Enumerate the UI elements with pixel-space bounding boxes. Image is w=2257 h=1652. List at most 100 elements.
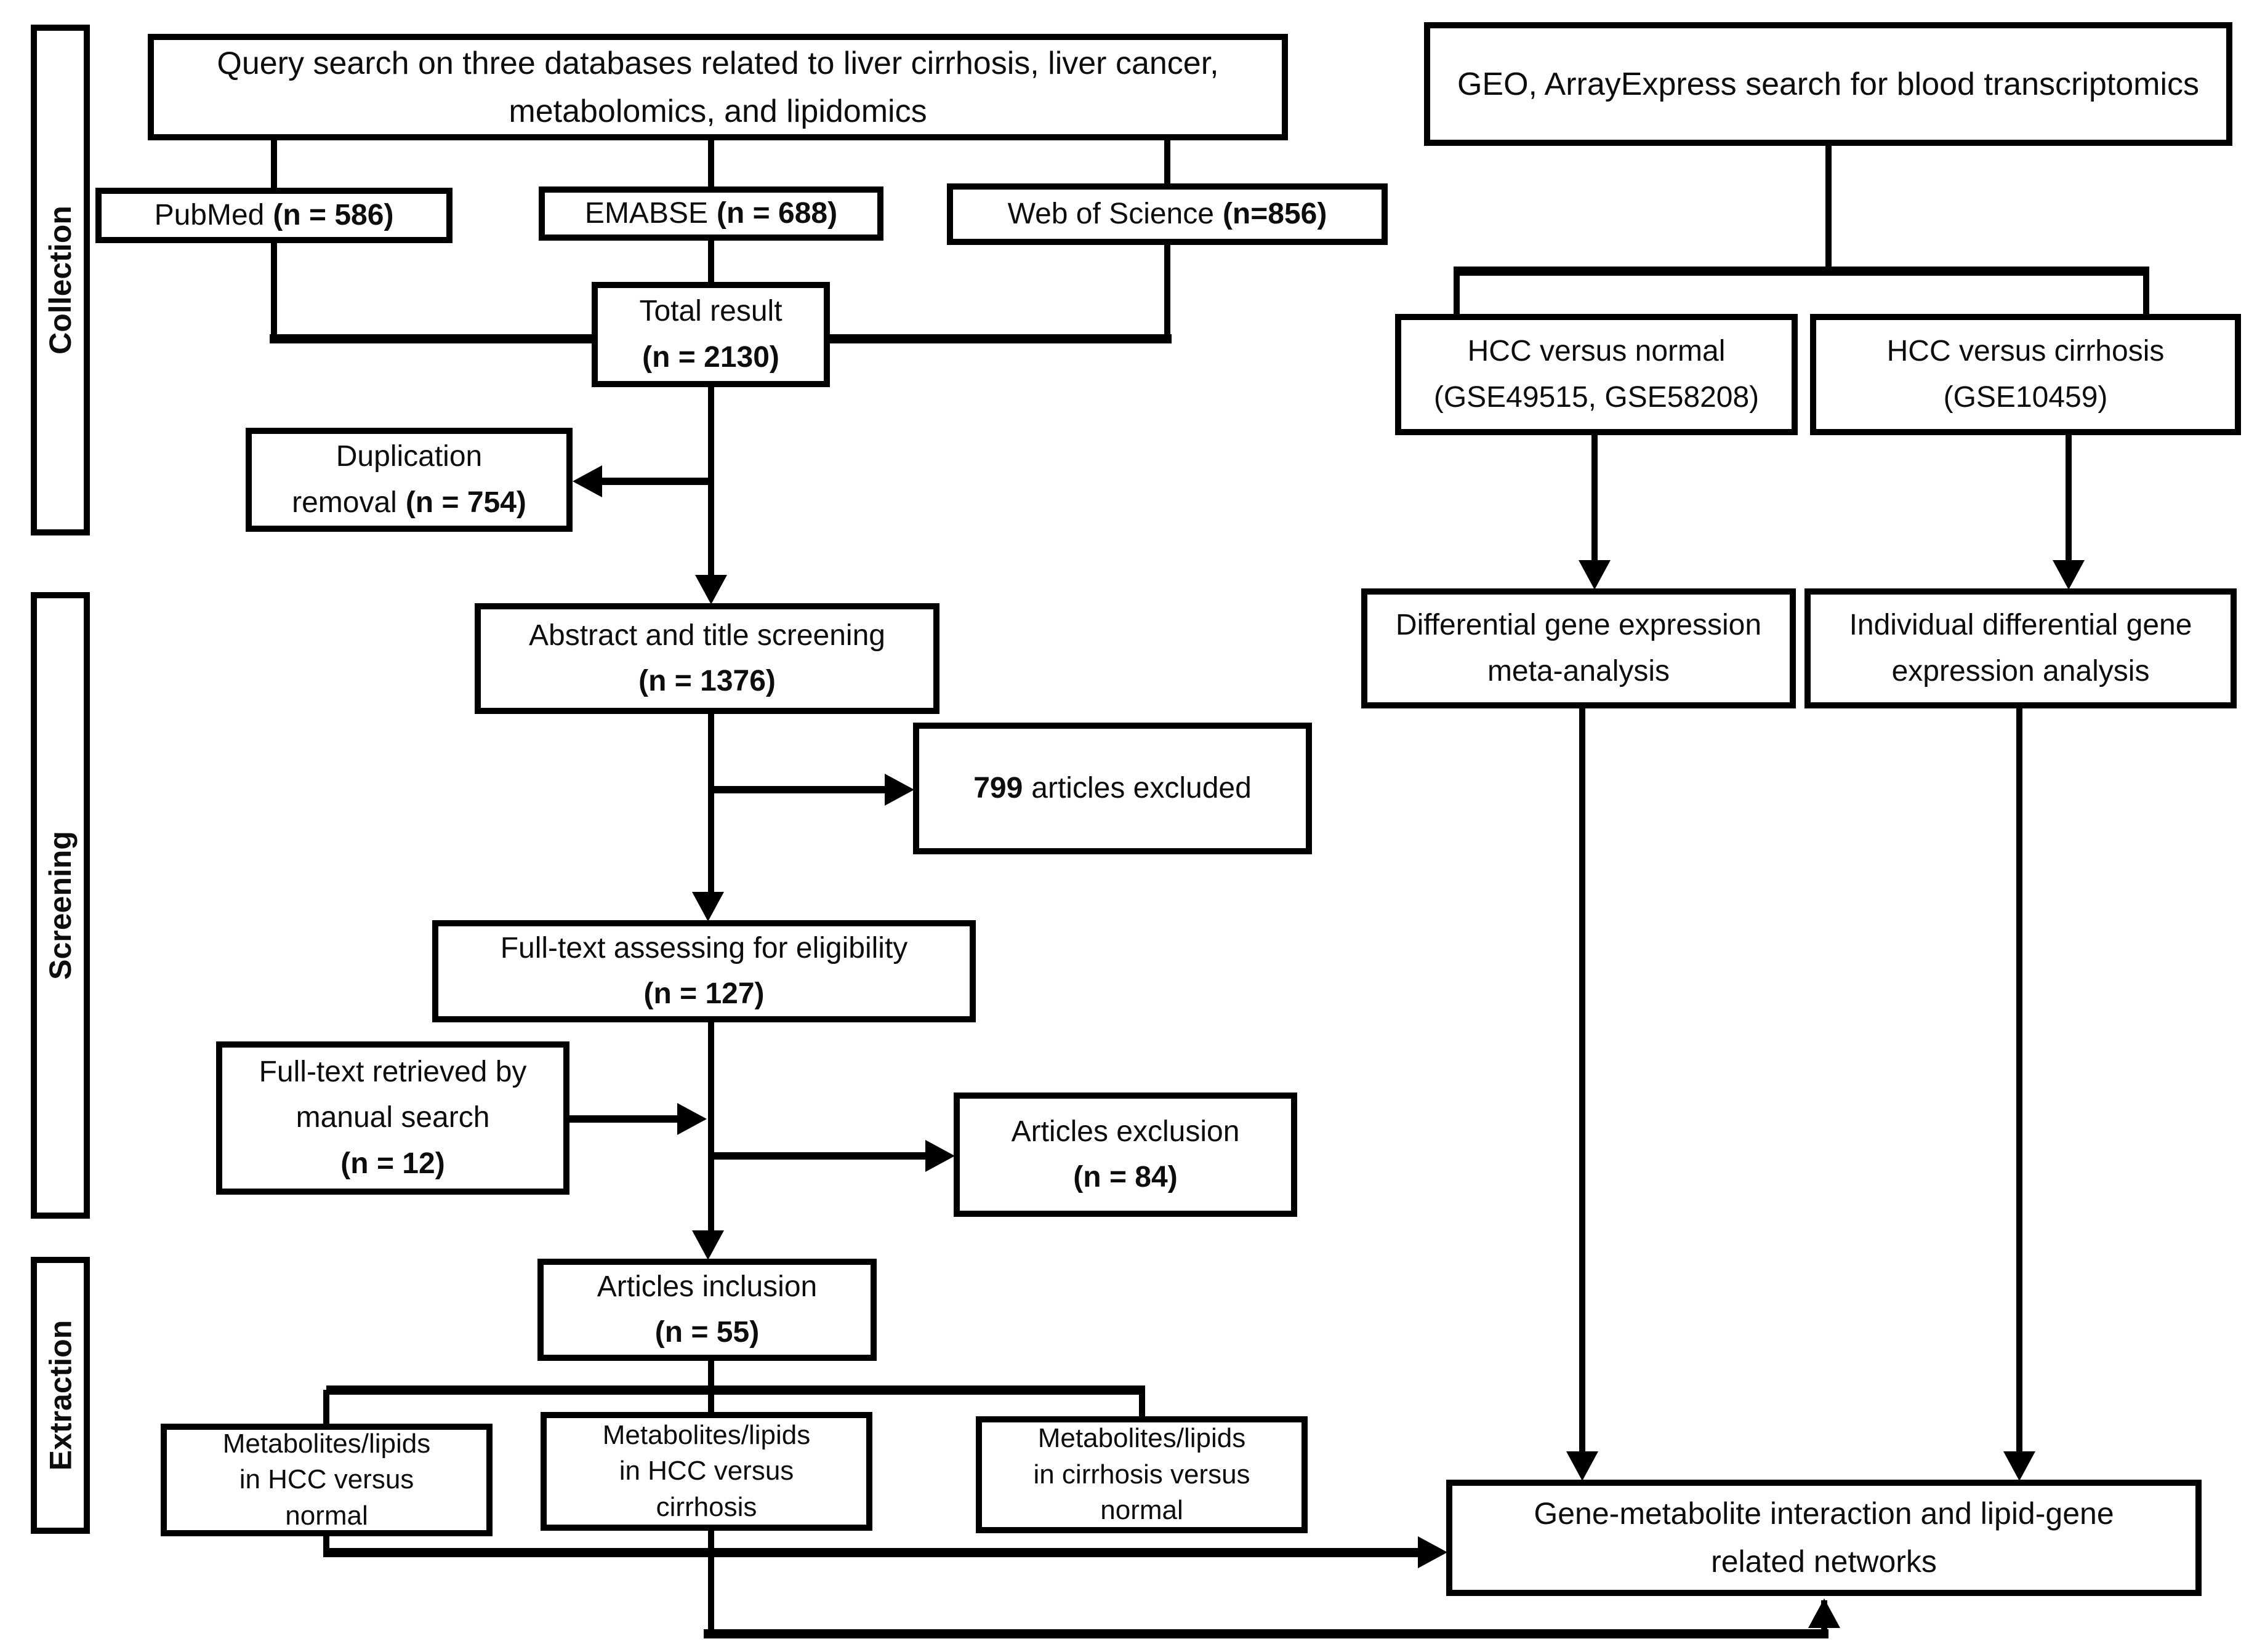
pubmed-row: PubMed(n = 586) bbox=[155, 193, 394, 238]
connector-splitbar-to-metab3 bbox=[1139, 1390, 1145, 1417]
section-label-extraction-text: Extraction bbox=[43, 1320, 78, 1471]
meta-analysis-line1: Differential gene expression bbox=[1395, 609, 1762, 642]
arrowhead-meta-into-network bbox=[1566, 1451, 1598, 1481]
connector-to-excluded bbox=[708, 786, 887, 793]
section-label-screening: Screening bbox=[31, 592, 90, 1219]
connector-splitbar bbox=[326, 1385, 1145, 1395]
connector-metab2-down bbox=[708, 1531, 714, 1638]
arrowhead-into-inclusion bbox=[692, 1230, 724, 1260]
section-label-collection: Collection bbox=[31, 25, 90, 535]
total-result-label: Total result bbox=[639, 295, 783, 328]
arrowhead-individual-into-network bbox=[2003, 1451, 2035, 1481]
box-hcc-vs-cirrhosis: HCC versus cirrhosis (GSE10459) bbox=[1810, 314, 2241, 435]
connector-tbar-to-hcc-normal bbox=[1454, 271, 1460, 315]
articles-exclusion-count: (n = 84) bbox=[1073, 1161, 1178, 1193]
connector-meta-to-network bbox=[1579, 708, 1585, 1451]
connector-assessing-to-inclusion bbox=[708, 1022, 714, 1232]
embase-count: (n = 688) bbox=[716, 196, 838, 230]
duplication-removal-label: removal bbox=[292, 486, 397, 519]
connector-bottom-run bbox=[704, 1629, 1829, 1638]
box-metabolites-hcc-vs-cirrhosis: Metabolites/lipids in HCC versus cirrhos… bbox=[541, 1412, 872, 1531]
box-query-search: Query search on three databases related … bbox=[148, 34, 1288, 140]
abstract-screening-count: (n = 1376) bbox=[638, 665, 776, 697]
connector-hcc-normal-to-meta bbox=[1591, 435, 1598, 560]
duplication-removal-count: (n = 754) bbox=[405, 486, 526, 519]
box-abstract-title-screening: Abstract and title screening (n = 1376) bbox=[475, 603, 939, 714]
box-geo-search: GEO, ArrayExpress search for blood trans… bbox=[1424, 22, 2232, 146]
articles-excluded-label: articles excluded bbox=[1031, 771, 1252, 804]
duplication-removal-line1: Duplication bbox=[336, 440, 483, 473]
duplication-removal-line2: removal(n = 754) bbox=[292, 480, 526, 526]
section-label-screening-text: Screening bbox=[43, 831, 78, 980]
section-label-extraction: Extraction bbox=[31, 1257, 90, 1534]
embase-row: EMABSE(n = 688) bbox=[585, 191, 837, 236]
connector-title-to-pubmed bbox=[271, 140, 277, 191]
pubmed-count: (n = 586) bbox=[273, 198, 394, 231]
hcc-vs-normal-line2: (GSE49515, GSE58208) bbox=[1433, 380, 1760, 414]
box-embase: EMABSE(n = 688) bbox=[539, 186, 883, 241]
individual-analysis-line2: expression analysis bbox=[1891, 654, 2150, 688]
arrowhead-into-network-bottom bbox=[1808, 1598, 1840, 1628]
connector-title-to-embase bbox=[708, 140, 714, 190]
connector-metab-to-network-left bbox=[323, 1548, 1425, 1557]
metab-cirrhosis-normal-line3: normal bbox=[1100, 1495, 1183, 1526]
articles-exclusion-label: Articles exclusion bbox=[1011, 1115, 1240, 1148]
connector-geo-down bbox=[1825, 146, 1832, 271]
connector-embase-to-total bbox=[708, 239, 714, 284]
connector-splitbar-to-metab1 bbox=[323, 1390, 329, 1425]
articles-inclusion-label: Articles inclusion bbox=[597, 1270, 818, 1303]
arrowhead-into-network-left bbox=[1418, 1536, 1447, 1568]
fulltext-manual-line1: Full-text retrieved by bbox=[259, 1055, 527, 1088]
connector-hcc-cirrhosis-to-individual bbox=[2066, 435, 2072, 560]
metab-hcc-normal-line2: in HCC versus bbox=[239, 1464, 414, 1495]
articles-excluded-count: 799 bbox=[973, 771, 1023, 804]
box-metabolites-cirrhosis-vs-normal: Metabolites/lipids in cirrhosis versus n… bbox=[976, 1416, 1308, 1533]
connector-inclusion-to-splitbar bbox=[708, 1361, 714, 1390]
box-metabolites-hcc-vs-normal: Metabolites/lipids in HCC versus normal bbox=[161, 1424, 493, 1536]
network-line2: related networks bbox=[1711, 1544, 1937, 1579]
web-of-science-name: Web of Science bbox=[1007, 197, 1214, 230]
hcc-vs-cirrhosis-line1: HCC versus cirrhosis bbox=[1886, 335, 2165, 368]
box-network: Gene-metabolite interaction and lipid-ge… bbox=[1446, 1480, 2202, 1596]
box-total-result: Total result (n = 2130) bbox=[592, 282, 830, 387]
fulltext-assessing-label: Full-text assessing for eligibility bbox=[500, 931, 908, 964]
web-of-science-count: (n=856) bbox=[1222, 197, 1327, 230]
hcc-vs-normal-line1: HCC versus normal bbox=[1467, 335, 1726, 368]
metab-hcc-normal-line1: Metabolites/lipids bbox=[222, 1428, 431, 1459]
web-of-science-row: Web of Science(n=856) bbox=[1008, 191, 1327, 237]
articles-inclusion-count: (n = 55) bbox=[654, 1316, 760, 1349]
metab-hcc-cirrhosis-line2: in HCC versus bbox=[619, 1456, 794, 1486]
connector-pubmed-to-total bbox=[270, 334, 597, 343]
fulltext-manual-count: (n = 12) bbox=[340, 1147, 445, 1180]
connector-metab1-down bbox=[323, 1536, 329, 1557]
arrowhead-manual-into-mainline bbox=[677, 1103, 707, 1135]
network-line1: Gene-metabolite interaction and lipid-ge… bbox=[1534, 1496, 2114, 1531]
individual-analysis-line1: Individual differential gene bbox=[1849, 609, 2192, 642]
section-label-collection-text: Collection bbox=[43, 206, 78, 355]
metab-hcc-cirrhosis-line3: cirrhosis bbox=[656, 1491, 757, 1522]
hcc-vs-cirrhosis-line2: (GSE10459) bbox=[1943, 380, 2108, 414]
pubmed-name: PubMed bbox=[154, 198, 265, 231]
connector-individual-to-network bbox=[2016, 708, 2022, 1451]
metab-cirrhosis-normal-line2: in cirrhosis versus bbox=[1033, 1459, 1250, 1490]
arrowhead-into-assessing bbox=[692, 892, 724, 921]
connector-tbar-to-hcc-cirrhosis bbox=[2143, 271, 2149, 315]
connector-pubmed-down bbox=[271, 242, 277, 342]
arrowhead-into-abstract bbox=[695, 575, 727, 604]
meta-analysis-line2: meta-analysis bbox=[1487, 654, 1670, 688]
box-individual-analysis: Individual differential gene expression … bbox=[1804, 588, 2237, 708]
box-hcc-vs-normal: HCC versus normal (GSE49515, GSE58208) bbox=[1395, 314, 1798, 435]
arrowhead-into-articles-exclusion bbox=[925, 1140, 955, 1172]
arrowhead-into-excluded bbox=[885, 774, 914, 806]
connector-geo-tbar bbox=[1454, 267, 2149, 276]
total-result-count: (n = 2130) bbox=[642, 340, 779, 374]
box-articles-exclusion: Articles exclusion (n = 84) bbox=[954, 1093, 1297, 1217]
box-articles-inclusion: Articles inclusion (n = 55) bbox=[537, 1259, 877, 1361]
abstract-screening-label: Abstract and title screening bbox=[529, 619, 885, 652]
connector-splitbar-to-metab2 bbox=[708, 1390, 714, 1413]
connector-title-to-wos bbox=[1164, 140, 1170, 186]
box-meta-analysis: Differential gene expression meta-analys… bbox=[1361, 588, 1796, 708]
